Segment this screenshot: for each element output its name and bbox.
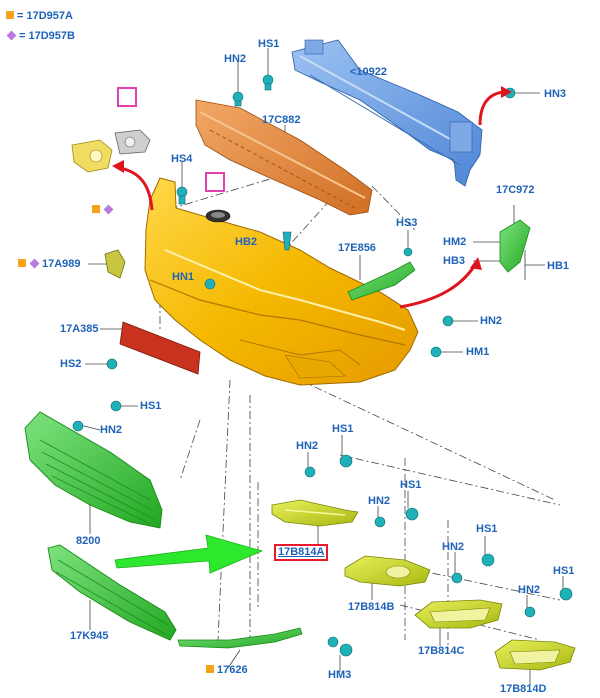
- label-hb3: HB3: [443, 255, 466, 267]
- purple-diamond-icon: [103, 204, 114, 215]
- label-17a989: 17A989: [42, 258, 81, 270]
- bumper-marker-group: [92, 204, 116, 216]
- fog-bezel-17b814b-part: [344, 555, 431, 587]
- legend-purple-text: = 17D957B: [19, 30, 75, 42]
- label-hn1: HN1: [172, 271, 195, 283]
- note-box-icon: [117, 87, 137, 107]
- emblem-part: [205, 209, 231, 223]
- label-hs4: HS4: [171, 153, 193, 165]
- label-hs1-b: HS1: [400, 479, 422, 491]
- upper-grille-part: [24, 411, 163, 529]
- label-17c972: 17C972: [496, 184, 535, 196]
- label-hs1-top: HS1: [258, 38, 280, 50]
- label-8200: 8200: [76, 535, 101, 547]
- label-17626: 17626: [217, 664, 248, 676]
- orange-square-icon: [18, 259, 26, 267]
- label-hn2-d: HN2: [518, 584, 541, 596]
- orange-square-icon: [92, 205, 100, 213]
- label-17a989-group: 17A989: [18, 258, 81, 270]
- label-hn2-b: HN2: [368, 495, 391, 507]
- lower-grille-part: [47, 544, 177, 641]
- legend-purple: = 17D957B: [6, 30, 75, 42]
- label-hs1-c: HS1: [476, 523, 498, 535]
- fasteners: [72, 74, 573, 657]
- impact-beam-part: [291, 39, 483, 187]
- label-hs1-d: HS1: [553, 565, 575, 577]
- label-hs1-a: HS1: [332, 423, 354, 435]
- label-hn3-top: HN3: [544, 88, 567, 100]
- label-17626-group: 17626: [206, 664, 248, 676]
- red-arrowheads: [112, 86, 512, 270]
- label-hb1: HB1: [547, 260, 570, 272]
- label-hm3: HM3: [328, 669, 352, 681]
- reflector-part: [119, 321, 201, 375]
- bracket-17e856-part: [347, 261, 416, 301]
- label-17a385: 17A385: [60, 323, 99, 335]
- label-17k945: 17K945: [70, 630, 109, 642]
- green-pointer-arrow: [114, 534, 264, 574]
- lower-trim-part: [177, 627, 303, 649]
- orange-square-icon: [6, 11, 14, 19]
- legend-orange-text: = 17D957A: [17, 10, 73, 22]
- energy-absorber-part: [195, 99, 373, 216]
- label-hm2: HM2: [443, 236, 467, 248]
- fog-bezel-17b814d-part: [494, 639, 576, 671]
- fog-bezel-17b814c-part: [414, 599, 503, 629]
- label-17b814d: 17B814D: [500, 683, 547, 695]
- label-hs2: HS2: [60, 358, 82, 370]
- side-bracket-part: [104, 249, 126, 279]
- orange-square-icon: [206, 665, 214, 673]
- label-hn2-mid: HN2: [100, 424, 123, 436]
- label-17c882: 17C882: [262, 114, 301, 126]
- note-box-icon: [205, 172, 225, 192]
- fog-bezel-17b814a-part: [271, 499, 359, 527]
- label-hs3: HS3: [396, 217, 418, 229]
- sensor-assembly-part: [71, 129, 151, 173]
- label-hn2-c: HN2: [442, 541, 465, 553]
- purple-diamond-icon: [6, 30, 17, 41]
- label-17b814a-highlighted[interactable]: 17B814A: [274, 544, 329, 561]
- label-10922: <10922: [350, 66, 388, 78]
- bumper-cover-part: [144, 177, 419, 386]
- purple-diamond-icon: [29, 258, 40, 269]
- label-hm1: HM1: [466, 346, 490, 358]
- label-hn2-top: HN2: [224, 53, 247, 65]
- label-hn2-right: HN2: [480, 315, 503, 327]
- label-hb2: HB2: [235, 236, 258, 248]
- label-17b814b: 17B814B: [348, 601, 395, 613]
- label-hn2-a: HN2: [296, 440, 319, 452]
- label-17e856: 17E856: [338, 242, 376, 254]
- label-17b814c: 17B814C: [418, 645, 465, 657]
- legend-orange: = 17D957A: [6, 10, 73, 22]
- bracket-17c972-part: [499, 219, 531, 273]
- label-hs1-mid: HS1: [140, 400, 162, 412]
